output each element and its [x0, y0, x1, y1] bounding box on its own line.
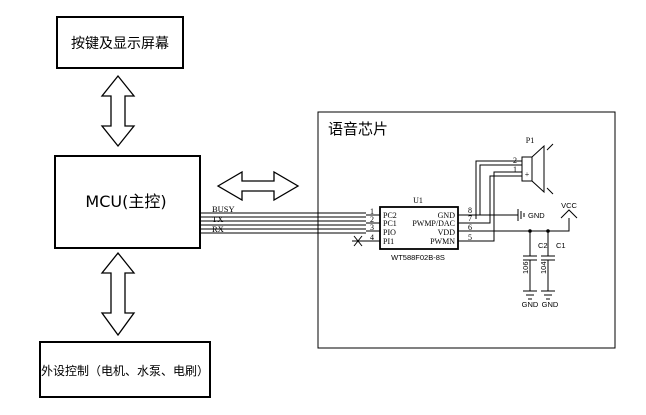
pin-name-pwmn: PWMN: [430, 237, 455, 246]
arrow-keys-mcu: [100, 74, 136, 148]
chip-ref: U1: [413, 196, 423, 205]
speaker-pin-2: 2: [513, 156, 517, 165]
voice-chip-frame: [317, 111, 616, 349]
signal-busy-wire: [200, 212, 366, 218]
pin-num-5: 5: [468, 233, 472, 242]
pin-name-pwmp: PWMP/DAC: [412, 219, 455, 228]
pin-num-3: 3: [370, 223, 374, 232]
vcc-label: VCC: [561, 201, 577, 210]
pin-num-6: 6: [468, 223, 472, 232]
gnd-symbol-top: [517, 209, 525, 221]
signal-tx-label: TX: [212, 214, 223, 224]
pin-name-pc1: PC1: [383, 219, 397, 228]
arrow-mcu-voicechip: [216, 170, 300, 202]
voice-chip-title: 语音芯片: [328, 120, 388, 138]
pin-name-pio: PIO: [383, 228, 396, 237]
speaker-wires: [475, 160, 522, 242]
arrow-mcu-peripherals: [100, 251, 136, 337]
chip-body: [379, 206, 459, 250]
speaker-ref: P1: [526, 136, 534, 145]
gnd-label-top: GND: [528, 211, 545, 220]
vcc-symbol: [560, 209, 578, 219]
capacitor-c1: [541, 231, 555, 300]
pin-name-pi1: PI1: [383, 237, 394, 246]
peripherals-label: 外设控制（电机、水泵、电刷）: [41, 364, 209, 378]
signal-rx-label: RX: [212, 224, 224, 234]
peripherals-block: [39, 341, 211, 398]
signal-busy-label: BUSY: [212, 204, 235, 214]
capacitor-c2: [523, 231, 537, 300]
mcu-label: MCU(主控): [85, 192, 166, 211]
c1-ref: C1: [556, 241, 566, 250]
c2-value: 106: [521, 261, 530, 274]
keys-display-block: [56, 16, 184, 69]
pin-num-4: 4: [370, 233, 374, 242]
junction-dot: [546, 229, 550, 233]
gnd-label-c1: GND: [542, 300, 559, 309]
gnd-label-c2: GND: [522, 300, 539, 309]
pin-num-7: 7: [468, 214, 472, 223]
c1-value: 104: [539, 261, 548, 274]
pin-name-vdd: VDD: [438, 228, 456, 237]
signal-tx-wire: [200, 220, 366, 226]
speaker-plus: +: [525, 170, 530, 179]
c2-ref: C2: [538, 241, 548, 250]
chip-part-number: WT588F02B-8S: [391, 253, 445, 262]
signal-rx-wire: [200, 228, 366, 234]
pin-num-8: 8: [468, 206, 472, 215]
pin-num-1: 1: [370, 207, 374, 216]
speaker-pin-1: 1: [513, 165, 517, 174]
pin-name-pc2: PC2: [383, 211, 397, 220]
junction-dot: [528, 229, 532, 233]
vdd-rail: [480, 218, 570, 232]
keys-display-label: 按键及显示屏幕: [71, 36, 169, 52]
pin-name-gnd: GND: [438, 211, 456, 220]
no-connect-mark: [353, 235, 363, 247]
speaker-icon: [521, 143, 554, 195]
mcu-block: [54, 155, 201, 249]
pin-num-2: 2: [370, 215, 374, 224]
